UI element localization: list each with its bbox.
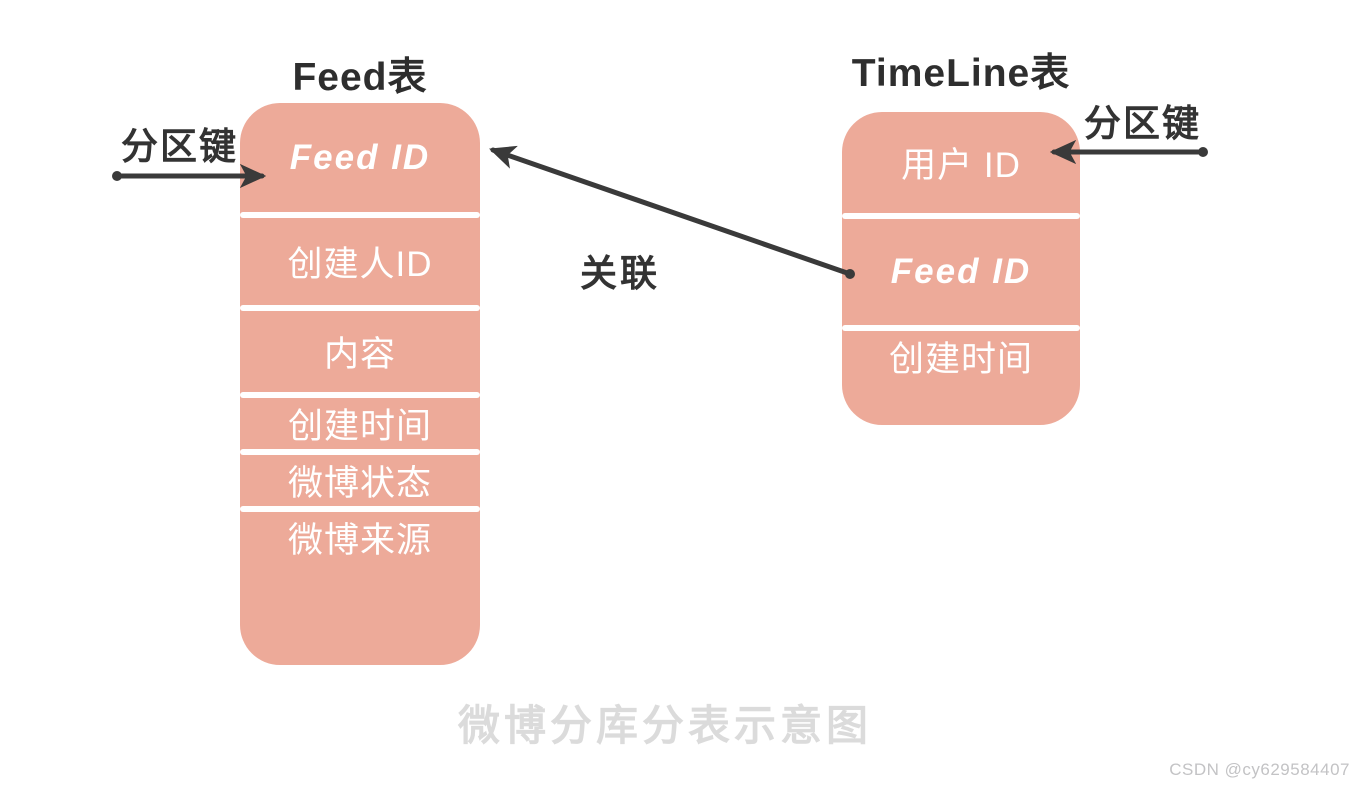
table-row: Feed ID <box>890 252 1032 291</box>
row-divider <box>240 449 480 455</box>
partition-key-label-right: 分区键 <box>1084 103 1201 144</box>
row-divider <box>240 506 480 512</box>
watermark-text: CSDN @cy629584407 <box>1169 760 1350 779</box>
timeline-table: 用户 ID Feed ID 创建时间 <box>842 112 1080 425</box>
feed-table-title: Feed表 <box>292 56 428 99</box>
relation-arrow-icon <box>493 150 855 279</box>
row-divider <box>240 212 480 218</box>
timeline-table-title: TimeLine表 <box>851 52 1071 95</box>
table-row: 创建时间 <box>287 407 432 446</box>
table-row: 微博来源 <box>287 521 432 560</box>
diagram-caption: 微博分库分表示意图 <box>457 702 872 749</box>
relation-label: 关联 <box>580 253 660 294</box>
table-row: 创建人ID <box>287 245 433 284</box>
row-divider <box>240 392 480 398</box>
row-divider <box>842 213 1080 219</box>
feed-table: Feed ID 创建人ID 内容 创建时间 微博状态 微博来源 <box>240 103 480 665</box>
table-row: 内容 <box>323 335 396 374</box>
table-row: 创建时间 <box>888 340 1033 379</box>
row-divider <box>842 325 1080 331</box>
row-divider <box>240 305 480 311</box>
table-row: 用户 ID <box>901 146 1021 185</box>
table-row: 微博状态 <box>287 464 432 503</box>
partition-key-label-left: 分区键 <box>121 126 238 167</box>
table-row: Feed ID <box>289 137 431 177</box>
